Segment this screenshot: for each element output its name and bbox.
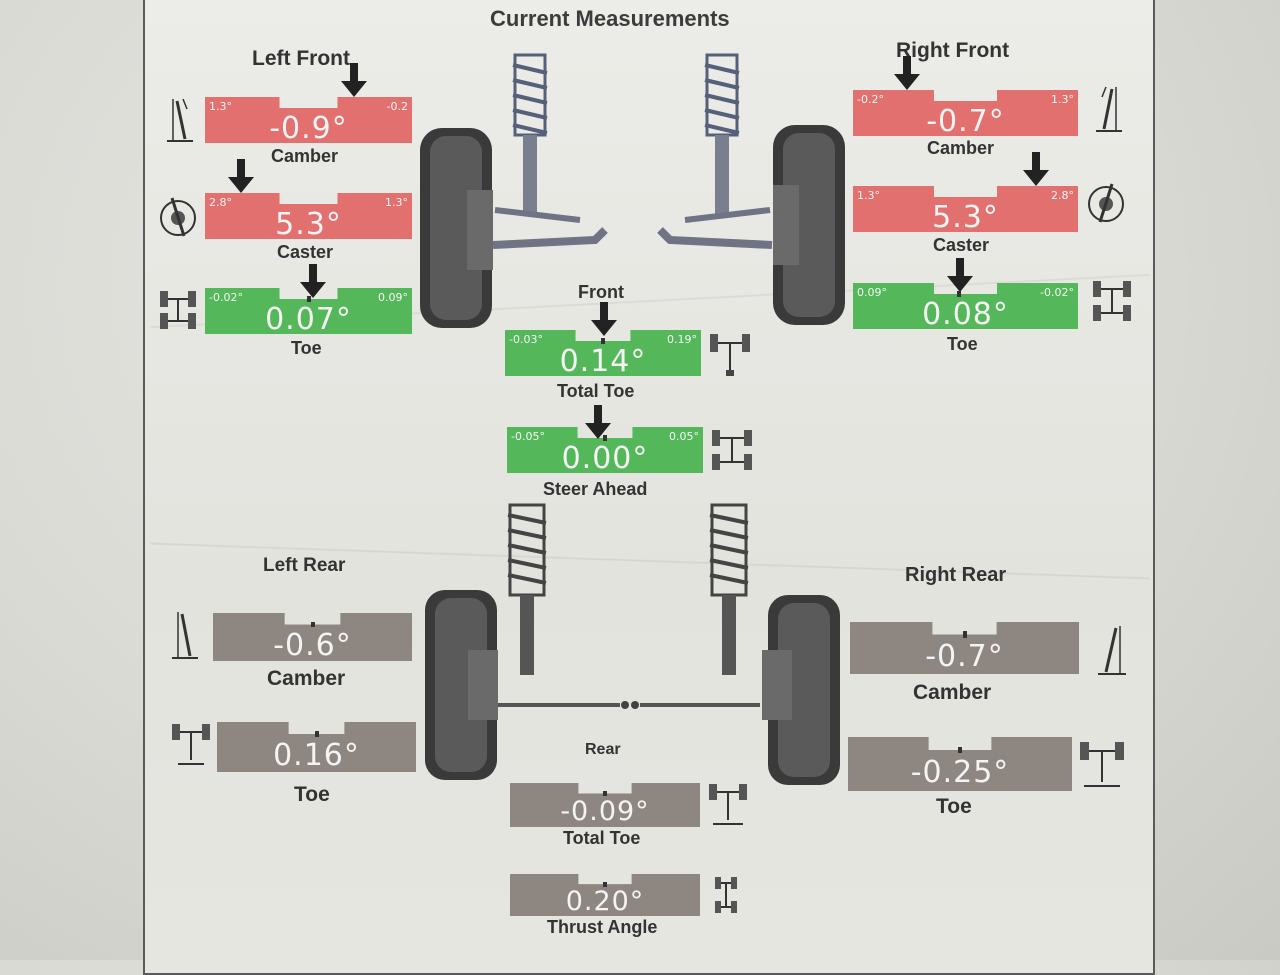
left-front-heading: Left Front — [252, 47, 350, 70]
rear-total-toe-gauge: -0.09° — [510, 783, 700, 827]
left-rear-camber-value: -0.6° — [273, 628, 352, 664]
current-marker-arrow — [228, 159, 254, 193]
left-rear-toe-gauge: 0.16° — [217, 722, 416, 772]
rear-total-toe-label: Total Toe — [563, 828, 641, 848]
current-marker-arrow — [591, 302, 617, 336]
steer-ahead-icon — [712, 430, 752, 470]
left-rear-heading: Left Rear — [263, 555, 346, 576]
thrust-angle-value: 0.20° — [565, 886, 645, 918]
right-front-toe-value: 0.08° — [922, 297, 1009, 333]
left-rear-toe-label: Toe — [294, 783, 330, 806]
camber-icon — [167, 98, 193, 142]
camber-icon — [172, 612, 198, 659]
thrust-angle-gauge: 0.20° — [510, 874, 700, 916]
steer-ahead-value: 0.00° — [561, 441, 649, 477]
steer-ahead-label: Steer Ahead — [543, 479, 648, 499]
left-rear-toe-value: 0.16° — [273, 738, 360, 773]
front-total-toe-gauge: -0.03° 0.19° 0.14° — [505, 330, 701, 380]
caster-icon — [160, 197, 196, 237]
right-front-caster-label: Caster — [933, 235, 990, 255]
range-low: 0.09° — [857, 286, 887, 299]
thrust-angle-icon — [715, 877, 737, 913]
camber-icon — [1096, 86, 1122, 132]
range-low: -0.05° — [511, 430, 545, 443]
toe-icon — [160, 291, 196, 329]
left-front-toe-label: Toe — [291, 338, 322, 358]
left-front-caster-label: Caster — [277, 242, 334, 262]
front-suspension-illustration — [420, 53, 845, 328]
current-marker-arrow — [894, 56, 920, 90]
left-front-caster-value: 5.3° — [275, 207, 342, 243]
left-front-toe-value: 0.07° — [265, 302, 352, 338]
right-rear-camber-value: -0.7° — [925, 638, 1004, 674]
right-rear-camber-gauge: -0.7° — [850, 622, 1079, 674]
rear-suspension-illustration — [425, 503, 840, 785]
right-front-camber-gauge: -0.2° 1.3° -0.7° — [853, 90, 1078, 140]
current-marker-arrow — [947, 258, 973, 292]
right-rear-toe-label: Toe — [936, 795, 972, 818]
toe-icon — [172, 724, 210, 765]
range-high: 1.3° — [385, 196, 408, 209]
thrust-angle-label: Thrust Angle — [547, 917, 658, 937]
range-high: 0.09° — [378, 291, 408, 304]
right-rear-heading: Right Rear — [905, 564, 1007, 586]
range-low: -0.02° — [209, 291, 243, 304]
camber-icon — [1098, 626, 1126, 675]
range-high: 2.8° — [1051, 189, 1074, 202]
range-high: -0.02° — [1040, 286, 1074, 299]
right-rear-camber-label: Camber — [913, 681, 992, 704]
range-low: 1.3° — [209, 100, 232, 113]
range-high: -0.2 — [386, 100, 408, 113]
right-rear-toe-gauge: -0.25° — [848, 737, 1072, 791]
current-marker-arrow — [341, 63, 367, 97]
current-marker-arrow — [1023, 152, 1049, 186]
front-heading: Front — [578, 282, 624, 302]
range-high: 1.3° — [1051, 93, 1074, 106]
rear-total-toe-value: -0.09° — [560, 795, 650, 827]
right-rear-toe-value: -0.25° — [910, 754, 1010, 790]
current-marker-arrow — [300, 264, 326, 298]
right-front-toe-label: Toe — [947, 334, 978, 354]
range-low: 2.8° — [209, 196, 232, 209]
range-low: -0.2° — [857, 93, 884, 106]
caster-icon — [1088, 183, 1124, 223]
right-front-camber-value: -0.7° — [926, 104, 1005, 140]
rear-heading: Rear — [585, 741, 621, 758]
current-marker-arrow — [585, 405, 611, 439]
left-front-camber-label: Camber — [271, 146, 339, 166]
right-front-heading: Right Front — [896, 39, 1010, 62]
right-front-caster-gauge: 1.3° 2.8° 5.3° — [853, 186, 1078, 236]
right-front-camber-label: Camber — [927, 138, 995, 158]
total-toe-icon — [709, 784, 747, 825]
toe-icon — [1093, 281, 1131, 321]
left-rear-camber-gauge: -0.6° — [213, 613, 412, 661]
front-total-toe-label: Total Toe — [557, 381, 635, 401]
left-rear-camber-label: Camber — [267, 667, 346, 690]
toe-icon — [1080, 742, 1124, 787]
total-toe-icon — [710, 334, 750, 376]
right-front-caster-value: 5.3° — [932, 200, 999, 236]
left-front-camber-value: -0.9° — [269, 111, 348, 147]
range-low: 1.3° — [857, 189, 880, 202]
range-high: 0.05° — [669, 430, 699, 443]
left-front-camber-gauge: 1.3° -0.2 -0.9° — [205, 97, 412, 147]
left-front-caster-gauge: 2.8° 1.3° 5.3° — [205, 193, 412, 243]
range-low: -0.03° — [509, 333, 543, 346]
steer-ahead-gauge: -0.05° 0.05° 0.00° — [507, 427, 703, 477]
range-high: 0.19° — [667, 333, 697, 346]
front-total-toe-value: 0.14° — [559, 344, 647, 380]
page-title: Current Measurements — [490, 6, 730, 31]
